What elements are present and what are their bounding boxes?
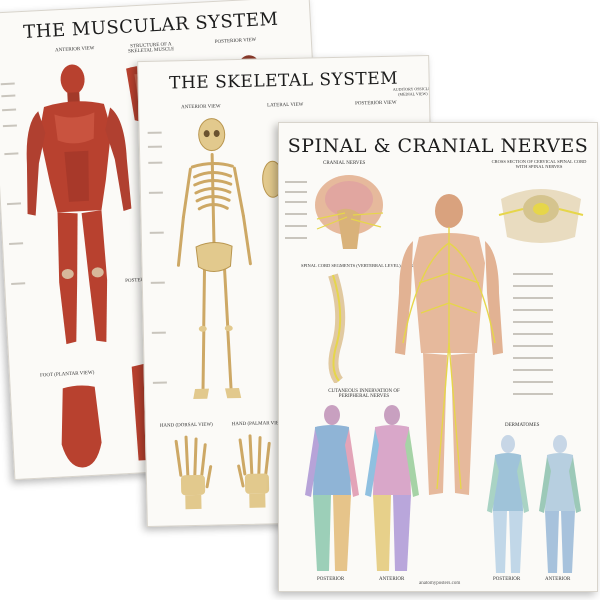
muscular-view-anterior: ANTERIOR VIEW: [54, 46, 95, 54]
nerves-label-line: [285, 191, 307, 193]
cutaneous-anterior-figure: [365, 405, 419, 571]
nerves-label-line: [513, 285, 553, 287]
hand-dorsal-label: HAND (DORSAL VIEW): [159, 422, 213, 429]
dermatomes-anterior-caption: ANTERIOR: [545, 577, 571, 582]
nerves-label-line: [513, 393, 553, 395]
spinal-segments-label: SPINAL CORD SEGMENTS (VERTEBRAL LEVEL) (…: [301, 263, 448, 268]
cutaneous-anterior-caption: ANTERIOR: [379, 577, 405, 582]
muscular-foot-label: FOOT (PLANTAR VIEW): [39, 370, 95, 379]
muscular-view-posterior: POSTERIOR VIEW: [214, 37, 257, 45]
nerves-posterior-body-figure: [395, 194, 503, 495]
nerves-label-line: [513, 357, 553, 359]
nerves-label-line: [513, 297, 553, 299]
skeletal-label-line: [148, 191, 163, 194]
nerves-label-line: [513, 309, 553, 311]
nerves-label-line: [285, 213, 307, 215]
muscular-title: THE MUSCULAR SYSTEM: [22, 8, 279, 43]
skeletal-label-line: [152, 381, 167, 384]
dermatomes-posterior-caption: POSTERIOR: [493, 577, 521, 582]
skeletal-system-poster: THE SKELETAL SYSTEM ANTERIOR VIEW LATERA…: [137, 54, 439, 528]
cross-section-label: CROSS SECTION OF CERVICAL SPINAL CORD WI…: [491, 159, 587, 169]
skeletal-view-lateral: LATERAL VIEW: [267, 102, 304, 109]
muscular-foot-figure: [61, 385, 102, 468]
skeletal-view-anterior: ANTERIOR VIEW: [181, 104, 221, 111]
cranial-nerves-label: CRANIAL NERVES: [323, 161, 366, 166]
nerves-label-line: [513, 273, 553, 275]
nerves-label-line: [513, 333, 553, 335]
skeletal-label-line: [148, 161, 163, 164]
cutaneous-posterior-caption: POSTERIOR: [317, 577, 345, 582]
skeletal-view-posterior: POSTERIOR VIEW: [355, 100, 397, 107]
skeletal-label-line: [151, 331, 166, 334]
website-footer: anatomyposters.com: [419, 581, 461, 586]
spinal-cranial-nerves-poster: SPINAL & CRANIAL NERVES CRANIAL NERVES C…: [278, 122, 598, 592]
nerves-label-line: [513, 381, 553, 383]
nerves-label-line: [285, 201, 307, 203]
skeletal-label-line: [150, 281, 165, 284]
muscular-anterior-figure: [26, 64, 132, 345]
nerves-title: SPINAL & CRANIAL NERVES: [287, 135, 589, 157]
skeleton-lateral-partial: [262, 160, 280, 198]
spinal-segments-figure: [328, 273, 346, 383]
dermatomes-posterior-figure: [487, 435, 529, 573]
skeletal-label-line: [149, 231, 164, 234]
skeletal-title: THE SKELETAL SYSTEM: [168, 68, 399, 94]
hand-palmar-figure: [237, 434, 271, 508]
skeletal-label-line: [147, 131, 162, 134]
muscular-view-structure: STRUCTURE OF A SKELETAL MUSCLE: [127, 42, 175, 55]
dermatomes-anterior-figure: [539, 435, 581, 573]
nerves-label-line: [285, 225, 307, 227]
cutaneous-label: CUTANEOUS INNERVATION OF PERIPHERAL NERV…: [328, 389, 400, 399]
skeletal-view-ossicles: AUDITORY OSSICLES (MEDIAL VIEW): [392, 85, 433, 97]
nerves-label-line: [513, 369, 553, 371]
nerves-label-line: [285, 237, 307, 239]
skeletal-label-line: [147, 145, 162, 148]
hand-dorsal-figure: [174, 435, 213, 510]
nerves-label-line: [513, 321, 553, 323]
dermatomes-label: DERMATOMES: [505, 423, 540, 428]
cutaneous-posterior-figure: [305, 405, 359, 571]
cranial-nerves-figure: [315, 175, 384, 249]
skeleton-anterior-figure: [176, 118, 252, 400]
nerves-label-line: [513, 345, 553, 347]
cross-section-figure: [498, 189, 584, 243]
nerves-label-line: [285, 181, 307, 183]
